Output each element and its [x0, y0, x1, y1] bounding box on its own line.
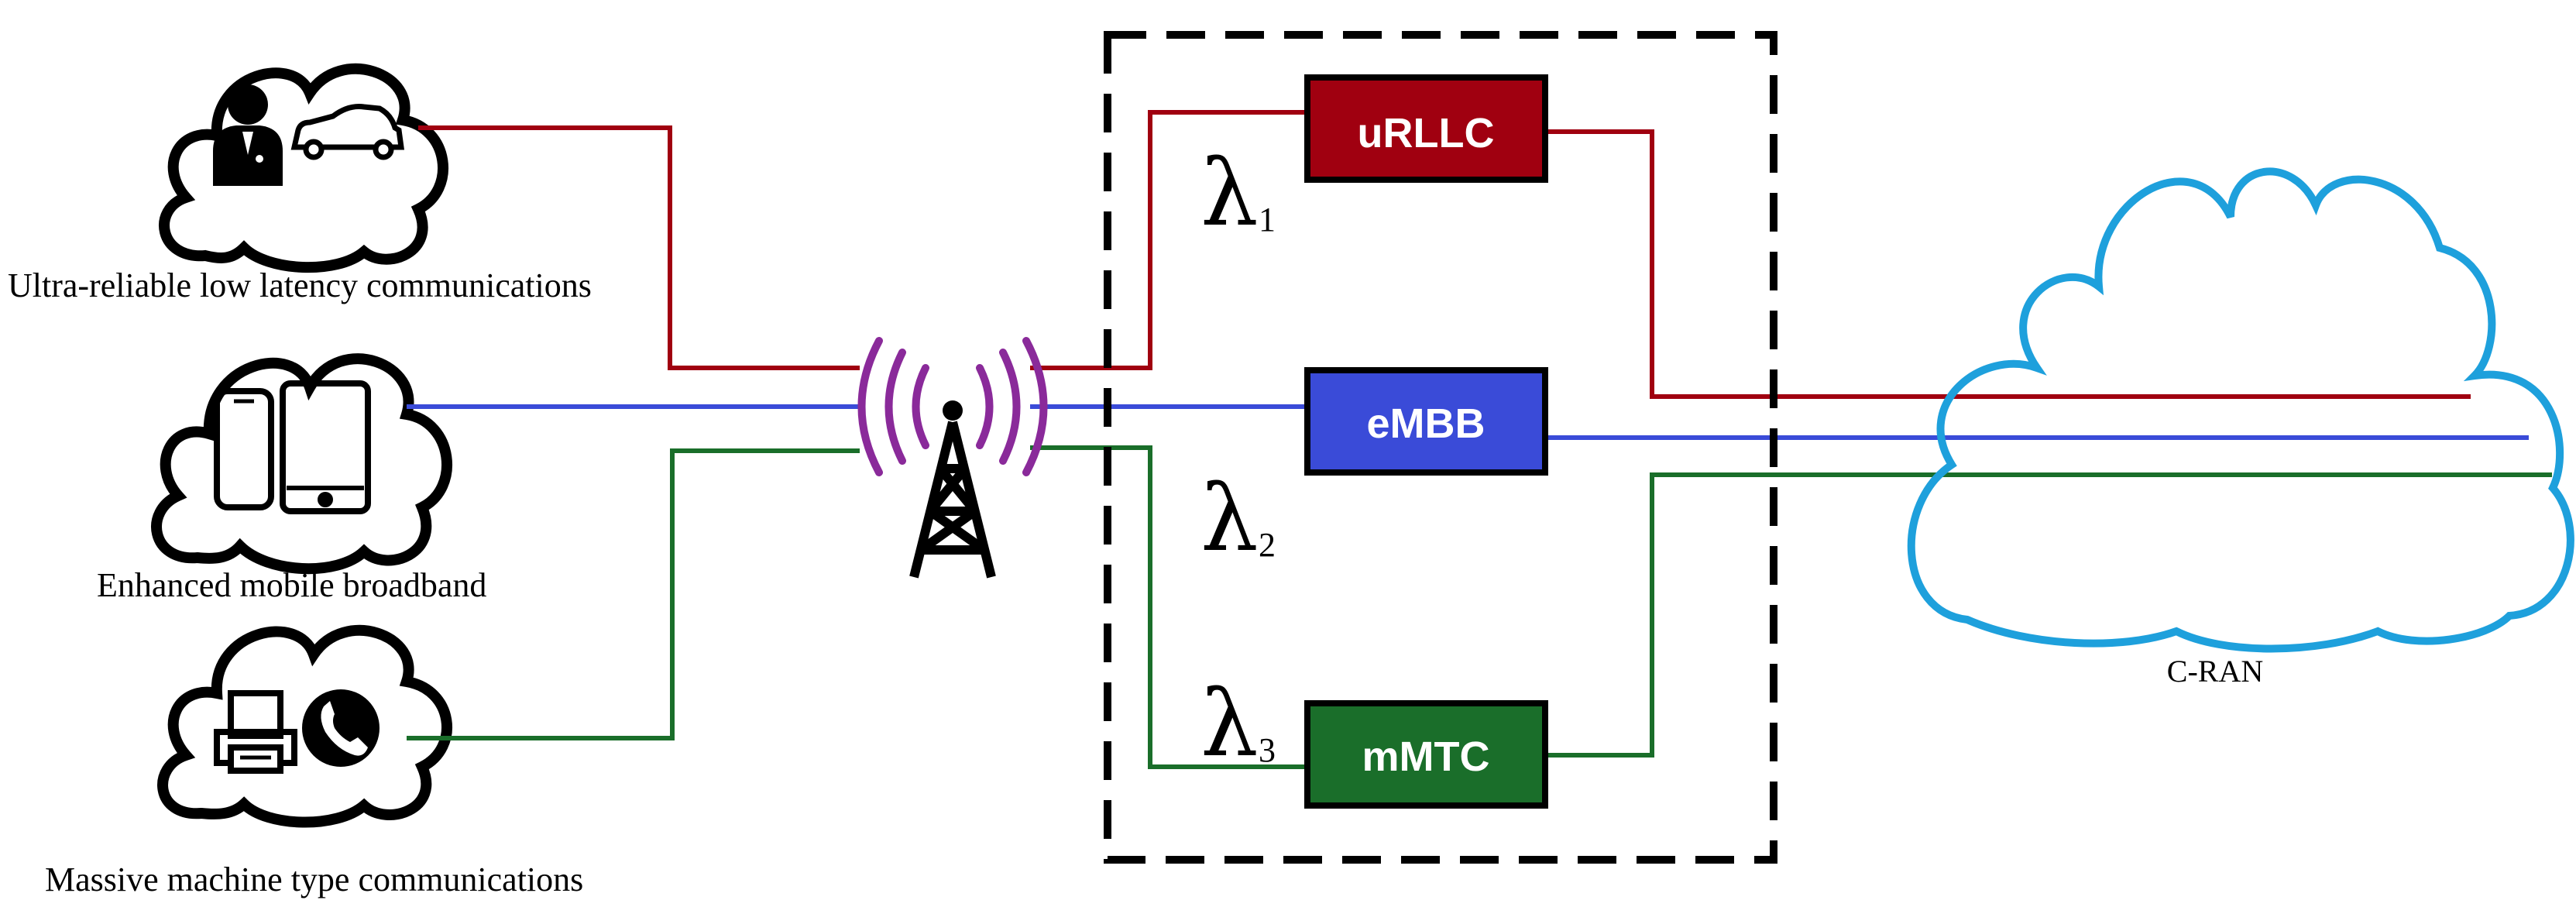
urllc-box: uRLLC — [1304, 74, 1548, 183]
urllc-fronthaul-link — [1030, 110, 1307, 370]
svg-text:3: 3 — [1259, 731, 1276, 769]
car-icon — [290, 104, 405, 160]
radio-waves-icon — [857, 337, 1048, 476]
urllc-backhaul-link — [1545, 129, 2471, 399]
cran-cloud — [1907, 167, 2574, 653]
smartphone-icon — [214, 388, 274, 510]
embb-box-label: eMBB — [1366, 400, 1485, 447]
embb-box: eMBB — [1304, 367, 1548, 476]
mmtc-user-cloud — [157, 624, 452, 828]
urllc-box-label: uRLLC — [1358, 110, 1495, 156]
printer-icon — [214, 690, 297, 774]
embb-user-cloud — [151, 353, 452, 575]
mmtc-box-label: mMTC — [1362, 734, 1490, 780]
svg-text:λ: λ — [1200, 139, 1259, 246]
svg-text:2: 2 — [1259, 526, 1276, 564]
antenna-tower-icon — [857, 337, 1048, 579]
svg-text:λ: λ — [1200, 465, 1259, 572]
urllc-user-cloud — [159, 63, 448, 273]
lambda-1-label: λ 1 — [1200, 139, 1276, 246]
mmtc-fronthaul-link — [1030, 445, 1307, 769]
svg-text:λ: λ — [1200, 670, 1259, 777]
cloud-outline — [151, 353, 452, 575]
cran-label: C-RAN — [2167, 654, 2263, 689]
mmtc-user-link — [407, 448, 860, 740]
urllc-user-link — [418, 125, 860, 370]
embb-caption: Enhanced mobile broadband — [97, 566, 486, 604]
phone-icon — [302, 689, 380, 767]
mmtc-backhaul-link — [1545, 472, 2552, 758]
mmtc-box: mMTC — [1304, 700, 1548, 809]
cloud-outline — [159, 63, 448, 273]
lambda-2-label: λ 2 — [1200, 465, 1276, 572]
mmtc-caption: Massive machine type communications — [45, 861, 583, 898]
svg-text:1: 1 — [1259, 201, 1276, 239]
urllc-caption: Ultra-reliable low latency communication… — [8, 266, 592, 304]
lambda-3-label: λ 3 — [1200, 670, 1276, 777]
tablet-icon — [280, 380, 371, 514]
wavelength-group-frame — [1104, 31, 1777, 864]
person-icon — [213, 84, 283, 186]
